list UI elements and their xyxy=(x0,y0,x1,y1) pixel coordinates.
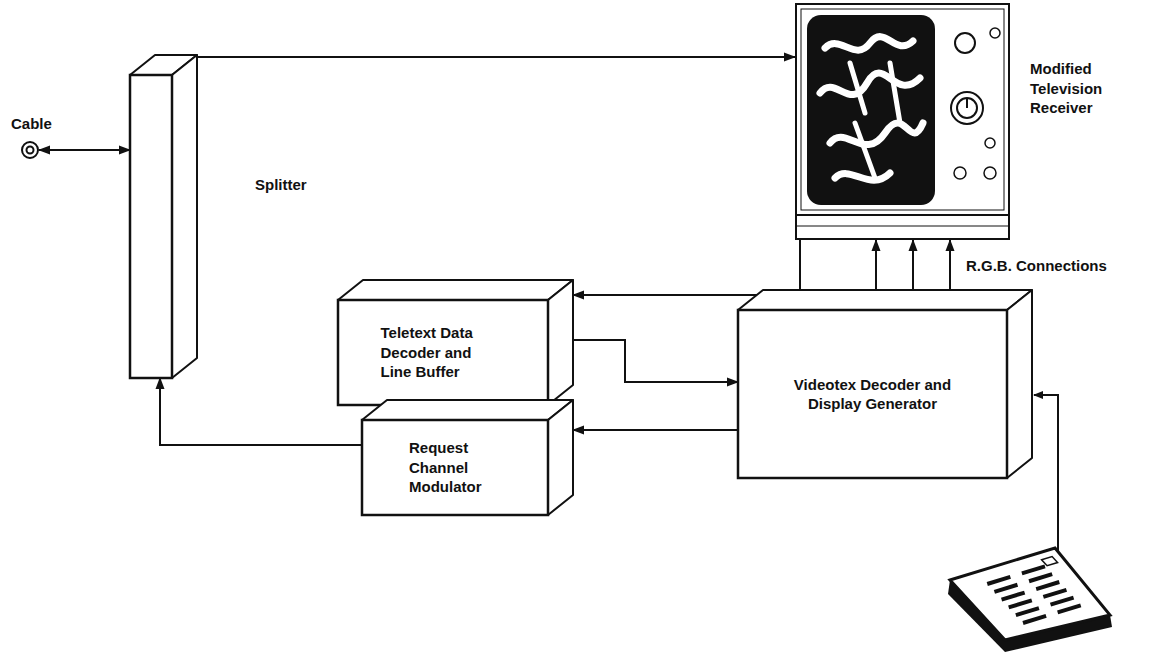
box-label: Videotex Decoder and Display Generator xyxy=(793,375,953,414)
device-box: Teletext Data Decoder and Line Buffer xyxy=(338,280,573,405)
tv-cabinet xyxy=(796,4,1009,215)
tv-static xyxy=(850,63,900,178)
connector-arrow xyxy=(912,240,914,290)
box-face: Teletext Data Decoder and Line Buffer xyxy=(338,300,548,405)
node-label: Cable xyxy=(11,114,52,134)
device-box: Splitter xyxy=(130,55,197,378)
box-side xyxy=(172,55,197,378)
tv-static xyxy=(820,37,923,181)
tv-knob xyxy=(985,138,995,148)
remote-key xyxy=(1058,605,1081,612)
tv-knob xyxy=(984,167,996,179)
box-front xyxy=(338,300,548,405)
box-label: Teletext Data Decoder and Line Buffer xyxy=(381,323,506,382)
tv-knob xyxy=(951,92,983,124)
box-text-group: Videotex Decoder and Display Generator xyxy=(793,375,953,414)
remote-key xyxy=(1029,574,1052,581)
tv-base-line xyxy=(796,226,1009,227)
tv-screen xyxy=(807,15,935,205)
remote-key xyxy=(1016,608,1039,615)
box-label: Request Channel Modulator xyxy=(409,438,501,497)
tv-knob xyxy=(990,28,1000,38)
remote-key xyxy=(1051,598,1074,605)
remote-key xyxy=(1023,616,1046,623)
device-box: Request Channel Modulator xyxy=(362,400,573,515)
connector-arrow xyxy=(573,429,738,431)
television-node: Modified Television Receiver xyxy=(795,3,1010,240)
tv-knob xyxy=(955,33,975,53)
remote-keypad xyxy=(948,548,1112,652)
connector-arrow xyxy=(178,55,795,57)
cable-socket: Cable xyxy=(21,141,39,159)
box-text-group: Teletext Data Decoder and Line Buffer xyxy=(381,323,506,382)
connector-arrow xyxy=(875,240,877,290)
node-outline xyxy=(795,3,1010,240)
remote-key xyxy=(1043,590,1066,597)
connector-arrow xyxy=(949,240,951,290)
box-top xyxy=(362,400,573,420)
connector-arrow xyxy=(573,240,800,295)
box-side xyxy=(548,400,573,515)
remote-key xyxy=(1002,593,1025,600)
device-box: Videotex Decoder and Display Generator xyxy=(738,290,1032,478)
box-face: Videotex Decoder and Display Generator xyxy=(738,310,1007,478)
node-outline xyxy=(362,400,573,515)
connector-arrow xyxy=(573,340,738,382)
connector-arrow xyxy=(160,378,362,445)
box-face: Request Channel Modulator xyxy=(362,420,548,515)
remote-key xyxy=(1022,566,1045,573)
tv-base xyxy=(796,215,1009,239)
remote-key xyxy=(1036,582,1059,589)
connector-arrow xyxy=(39,149,130,151)
connector-label: R.G.B. Connections xyxy=(964,257,1109,274)
box-top xyxy=(738,290,1032,310)
box-side xyxy=(548,280,573,405)
node-label: Splitter xyxy=(255,175,307,195)
box-top xyxy=(338,280,573,300)
box-text-group: Request Channel Modulator xyxy=(409,438,501,497)
box-front xyxy=(738,310,1007,478)
node-label: Modified Television Receiver xyxy=(1030,59,1142,118)
remote-wire xyxy=(1034,395,1058,552)
socket-ring xyxy=(22,142,38,158)
remote-indicator xyxy=(1042,557,1058,566)
tv-knob xyxy=(954,167,966,179)
box-side xyxy=(1007,290,1032,478)
box-front xyxy=(130,75,172,378)
remote-key xyxy=(1009,600,1032,607)
node-outline xyxy=(21,141,39,159)
tv-bezel xyxy=(801,9,1004,210)
node-outline xyxy=(130,55,197,378)
remote-key xyxy=(994,585,1017,592)
remote-keys xyxy=(987,557,1081,623)
remote-key xyxy=(987,577,1010,584)
tv-knob-pointer xyxy=(966,98,968,108)
tv-knob xyxy=(957,98,977,118)
remote-face xyxy=(950,548,1110,640)
node-outline xyxy=(338,280,573,405)
socket-pin xyxy=(27,147,34,154)
box-front xyxy=(362,420,548,515)
